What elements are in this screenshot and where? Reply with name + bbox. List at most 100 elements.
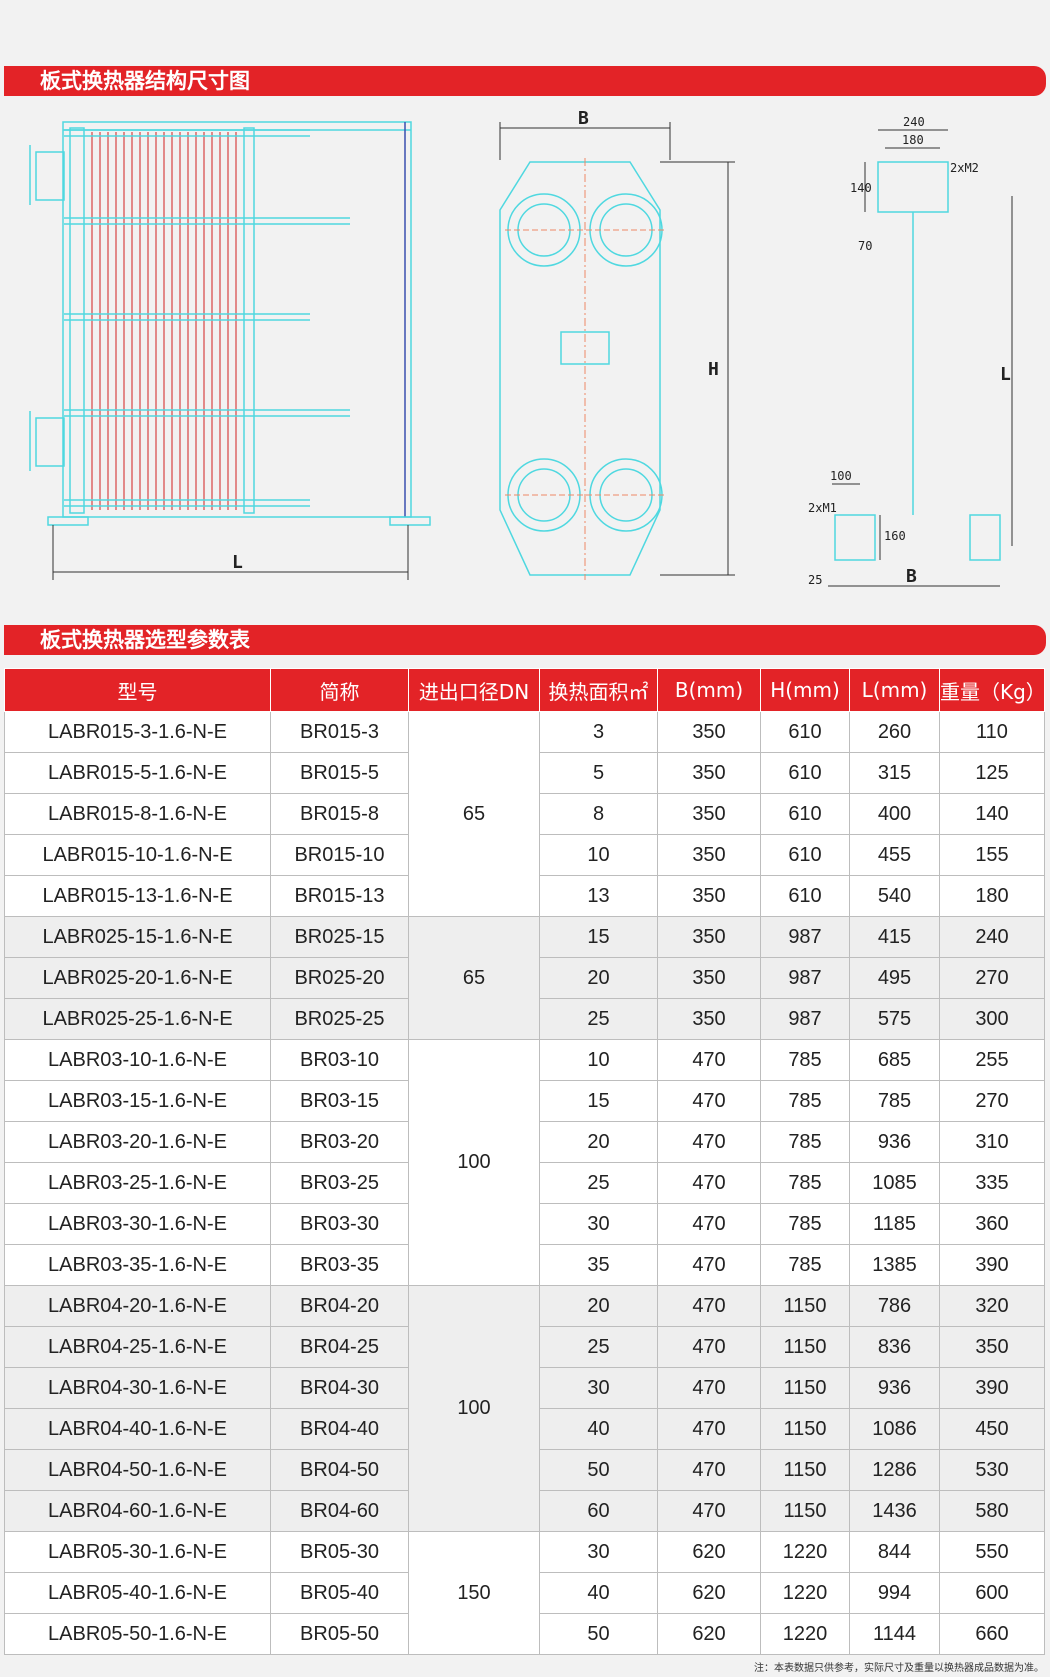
model-cell: LABR015-3-1.6-N-E	[4, 711, 271, 753]
l-cell: 936	[849, 1121, 940, 1163]
l-cell: 455	[849, 834, 940, 876]
l-cell: 575	[849, 998, 940, 1040]
short-name-cell: BR04-50	[270, 1449, 409, 1491]
model-cell: LABR04-20-1.6-N-E	[4, 1285, 271, 1327]
front-dim-B: B	[578, 108, 589, 129]
b-cell: 350	[657, 957, 761, 999]
model-cell: LABR04-50-1.6-N-E	[4, 1449, 271, 1491]
header-weight: 重量（Kg）	[939, 668, 1046, 712]
h-cell: 987	[760, 998, 850, 1040]
h-cell: 610	[760, 711, 850, 753]
weight-cell: 255	[939, 1039, 1045, 1081]
weight-cell: 390	[939, 1244, 1045, 1286]
weight-cell: 390	[939, 1367, 1045, 1409]
short-name-cell: BR015-13	[270, 875, 409, 917]
l-cell: 1086	[849, 1408, 940, 1450]
b-cell: 470	[657, 1039, 761, 1081]
area-cell: 15	[539, 916, 658, 958]
area-cell: 50	[539, 1449, 658, 1491]
l-cell: 1185	[849, 1203, 940, 1245]
detail-dim-2xM2: 2xM2	[950, 161, 979, 175]
b-cell: 350	[657, 998, 761, 1040]
model-cell: LABR04-30-1.6-N-E	[4, 1367, 271, 1409]
short-name-cell: BR04-40	[270, 1408, 409, 1450]
short-name-cell: BR03-20	[270, 1121, 409, 1163]
b-cell: 620	[657, 1531, 761, 1573]
detail-view-drawing	[828, 129, 1013, 587]
l-cell: 495	[849, 957, 940, 999]
short-name-cell: BR025-25	[270, 998, 409, 1040]
short-name-cell: BR025-20	[270, 957, 409, 999]
footnote: 注：本表数据只供参考，实际尺寸及重量以换热器成品数据为准。	[754, 1663, 1044, 1674]
l-cell: 415	[849, 916, 940, 958]
section-title-params: 板式换热器选型参数表	[4, 625, 1046, 655]
b-cell: 350	[657, 834, 761, 876]
h-cell: 1220	[760, 1613, 850, 1655]
b-cell: 470	[657, 1285, 761, 1327]
l-cell: 685	[849, 1039, 940, 1081]
section-title-structure: 板式换热器结构尺寸图	[4, 66, 1046, 96]
model-cell: LABR05-30-1.6-N-E	[4, 1531, 271, 1573]
model-cell: LABR03-30-1.6-N-E	[4, 1203, 271, 1245]
front-dim-H: H	[708, 359, 719, 380]
area-cell: 40	[539, 1572, 658, 1614]
model-cell: LABR05-50-1.6-N-E	[4, 1613, 271, 1655]
weight-cell: 660	[939, 1613, 1045, 1655]
l-cell: 785	[849, 1080, 940, 1122]
area-cell: 30	[539, 1367, 658, 1409]
h-cell: 1150	[760, 1326, 850, 1368]
weight-cell: 270	[939, 957, 1045, 999]
area-cell: 15	[539, 1080, 658, 1122]
area-cell: 25	[539, 1326, 658, 1368]
area-cell: 13	[539, 875, 658, 917]
short-name-cell: BR025-15	[270, 916, 409, 958]
short-name-cell: BR015-8	[270, 793, 409, 835]
dn-cell: 100	[408, 1285, 540, 1532]
b-cell: 350	[657, 711, 761, 753]
area-cell: 10	[539, 834, 658, 876]
header-L: L(mm)	[849, 668, 940, 712]
h-cell: 610	[760, 793, 850, 835]
dimension-drawings: L B H	[29, 108, 1013, 587]
b-cell: 470	[657, 1244, 761, 1286]
weight-cell: 600	[939, 1572, 1045, 1614]
short-name-cell: BR015-10	[270, 834, 409, 876]
b-cell: 350	[657, 875, 761, 917]
dn-cell: 100	[408, 1039, 540, 1286]
area-cell: 50	[539, 1613, 658, 1655]
weight-cell: 110	[939, 711, 1045, 753]
short-name-cell: BR03-15	[270, 1080, 409, 1122]
h-cell: 610	[760, 875, 850, 917]
b-cell: 350	[657, 752, 761, 794]
l-cell: 1385	[849, 1244, 940, 1286]
h-cell: 1150	[760, 1490, 850, 1532]
area-cell: 10	[539, 1039, 658, 1081]
b-cell: 620	[657, 1572, 761, 1614]
short-name-cell: BR015-5	[270, 752, 409, 794]
weight-cell: 335	[939, 1162, 1045, 1204]
model-cell: LABR015-5-1.6-N-E	[4, 752, 271, 794]
b-cell: 470	[657, 1490, 761, 1532]
l-cell: 936	[849, 1367, 940, 1409]
short-name-cell: BR015-3	[270, 711, 409, 753]
b-cell: 470	[657, 1326, 761, 1368]
header-H: H(mm)	[760, 668, 850, 712]
l-cell: 1436	[849, 1490, 940, 1532]
short-name-cell: BR03-30	[270, 1203, 409, 1245]
detail-dim-25: 25	[808, 573, 822, 587]
model-cell: LABR03-10-1.6-N-E	[4, 1039, 271, 1081]
area-cell: 20	[539, 1121, 658, 1163]
area-cell: 20	[539, 957, 658, 999]
area-cell: 20	[539, 1285, 658, 1327]
